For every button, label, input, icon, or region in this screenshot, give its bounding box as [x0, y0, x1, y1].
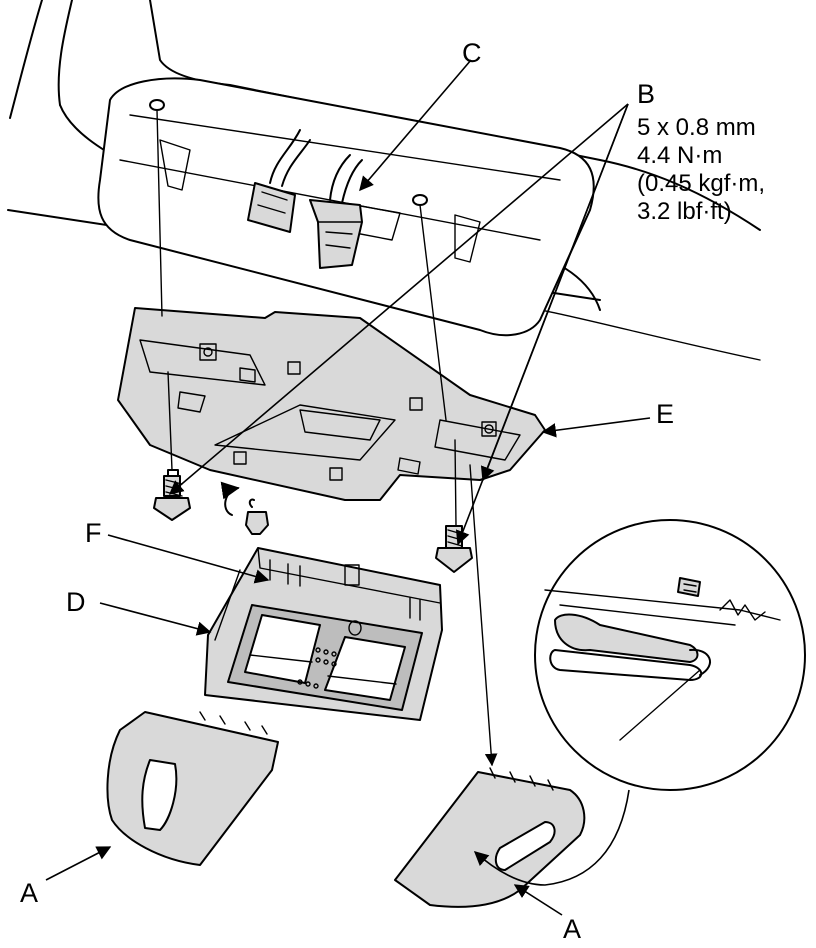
label-b: B	[637, 79, 655, 109]
leader-lines	[45, 59, 651, 916]
vent-holes	[297, 647, 337, 689]
bracket-e	[117, 307, 546, 501]
label-a-left: A	[20, 878, 38, 908]
housing-d	[204, 547, 443, 721]
lens-a-right	[394, 767, 586, 908]
screwdriver-tip	[554, 613, 699, 663]
spec-b-torque-kgf: (0.45 kgf·m,	[637, 170, 765, 197]
harness-connectors	[247, 129, 363, 269]
label-f: F	[85, 518, 102, 548]
lens-a-left	[106, 711, 279, 866]
spec-b-torque-nm: 4.4 N·m	[637, 142, 722, 169]
label-d: D	[66, 587, 86, 617]
clip-f	[220, 481, 269, 535]
bolt-b-left	[153, 469, 191, 521]
spec-b-torque-lbf: 3.2 lbf·ft)	[637, 198, 732, 225]
label-c: C	[462, 38, 482, 68]
label-e: E	[656, 399, 674, 429]
detail-magnifier	[534, 519, 806, 791]
spec-b-thread: 5 x 0.8 mm	[637, 114, 756, 141]
label-a-right: A	[563, 914, 581, 944]
guide-lines	[156, 109, 630, 886]
connector-left	[247, 182, 296, 233]
bolt-b-right	[435, 525, 473, 573]
